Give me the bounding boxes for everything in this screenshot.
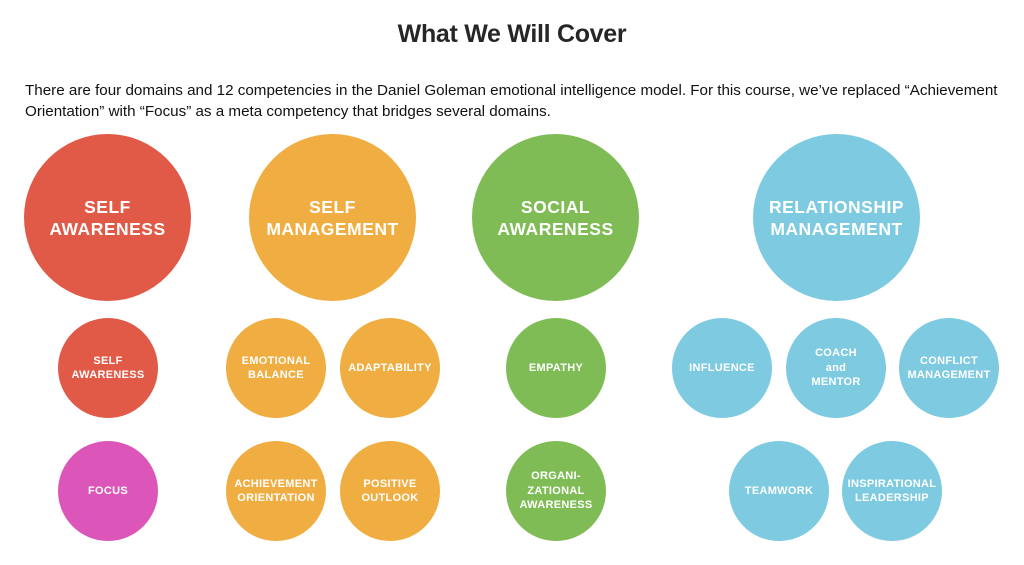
competency-label: ADAPTABILITY [348,361,432,374]
competency-emotional-balance: EMOTIONAL BALANCE [226,318,326,418]
competency-label: INSPIRATIONAL LEADERSHIP [847,477,937,505]
competency-organizational-awareness: ORGANI- ZATIONAL AWARENESS [506,441,606,541]
competency-achievement-orientation: ACHIEVEMENT ORIENTATION [226,441,326,541]
domain-label: RELATIONSHIP MANAGEMENT [769,196,904,239]
competency-label: POSITIVE OUTLOOK [361,477,419,505]
competency-adaptability: ADAPTABILITY [340,318,440,418]
competency-label: EMPATHY [528,361,584,374]
competency-label: ACHIEVEMENT ORIENTATION [234,477,318,505]
competency-label: ORGANI- ZATIONAL AWARENESS [519,470,593,512]
page-title: What We Will Cover [397,20,627,48]
competency-teamwork: TEAMWORK [729,441,829,541]
competency-label: FOCUS [88,484,128,497]
competency-inspirational-leadership: INSPIRATIONAL LEADERSHIP [842,441,942,541]
competency-label: CONFLICT MANAGEMENT [907,354,991,382]
competency-empathy: EMPATHY [506,318,606,418]
intro-paragraph: There are four domains and 12 competenci… [25,82,998,120]
competency-influence: INFLUENCE [672,318,772,418]
domain-self-management: SELF MANAGEMENT [249,134,416,301]
domain-relationship-management: RELATIONSHIP MANAGEMENT [753,134,920,301]
domain-label: SELF MANAGEMENT [266,196,399,239]
competency-label: TEAMWORK [744,484,814,497]
competency-positive-outlook: POSITIVE OUTLOOK [340,441,440,541]
competency-label: INFLUENCE [689,361,755,374]
competency-focus: FOCUS [58,441,158,541]
domain-social-awareness: SOCIAL AWARENESS [472,134,639,301]
competency-self-awareness: SELF AWARENESS [58,318,158,418]
domain-label: SELF AWARENESS [49,196,166,239]
competency-label: SELF AWARENESS [71,354,145,382]
competency-label: COACH and MENTOR [811,347,861,389]
domain-label: SOCIAL AWARENESS [497,196,614,239]
competency-conflict-management: CONFLICT MANAGEMENT [899,318,999,418]
competency-label: EMOTIONAL BALANCE [241,354,311,382]
domain-self-awareness: SELF AWARENESS [24,134,191,301]
competency-coach-and-mentor: COACH and MENTOR [786,318,886,418]
